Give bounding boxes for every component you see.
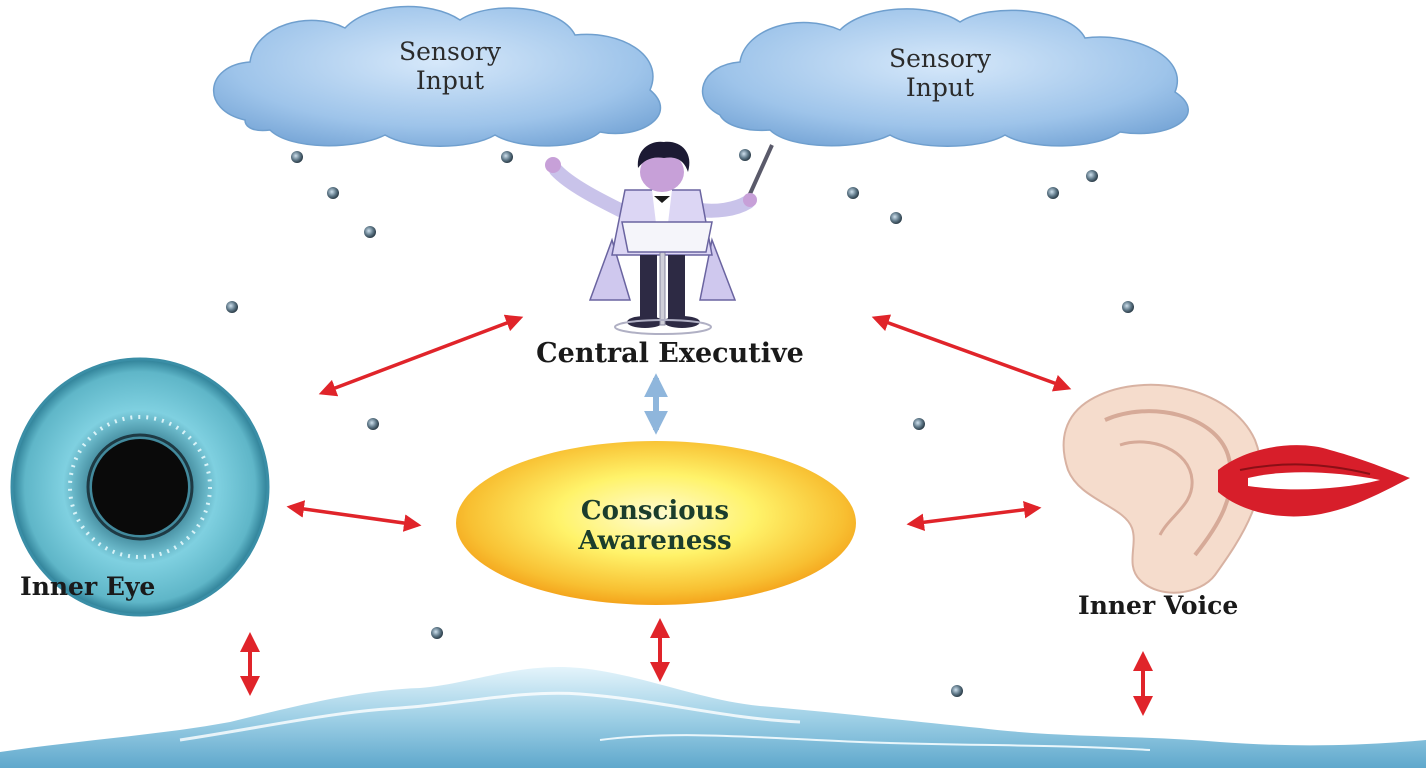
raindrop-icon [1086,170,1098,182]
arrow-eye-to-conscious [286,500,422,532]
raindrop-icon [1122,301,1134,313]
cloud-label-line1: Sensory [889,44,991,73]
raindrop-icon [1047,187,1059,199]
raindrop-icon [501,151,513,163]
raindrop-icon [327,187,339,199]
raindrop-icon [913,418,925,430]
cloud-label-left: Sensory Input [340,37,560,96]
ear-icon [1062,383,1262,594]
cloud-label-line2: Input [905,72,975,102]
arrow-conscious-to-voice [906,501,1042,531]
water-wave-icon [0,666,1426,768]
cloud-label-right: Sensory Input [830,44,1050,103]
cloud-icon [213,5,662,147]
raindrop-icon [951,685,963,697]
arrow-central-to-eye [318,314,524,397]
raindrop-icon [890,212,902,224]
central-executive-label: Central Executive [536,338,804,369]
inner-eye-label: Inner Eye [20,572,156,601]
arrow-central-to-voice [871,314,1072,392]
conductor-icon [545,141,774,335]
mouth-icon [1218,445,1410,517]
raindrop-icon [367,418,379,430]
cloud-icon [701,8,1189,147]
raindrop-icon [291,151,303,163]
raindrops [226,149,1134,697]
raindrop-icon [739,149,751,161]
conscious-line2: Awareness [578,525,732,556]
arrows [240,314,1153,716]
raindrop-icon [431,627,443,639]
raindrop-icon [226,301,238,313]
raindrop-icon [364,226,376,238]
conscious-line1: Conscious [580,496,730,526]
raindrop-icon [847,187,859,199]
cloud-label-line1: Sensory [399,37,501,66]
conscious-awareness-circle [456,441,856,605]
inner-voice-label: Inner Voice [1078,591,1239,620]
conscious-awareness-label: Conscious Awareness [490,496,820,557]
cloud-label-line2: Input [415,65,485,95]
eye-icon [10,357,270,617]
